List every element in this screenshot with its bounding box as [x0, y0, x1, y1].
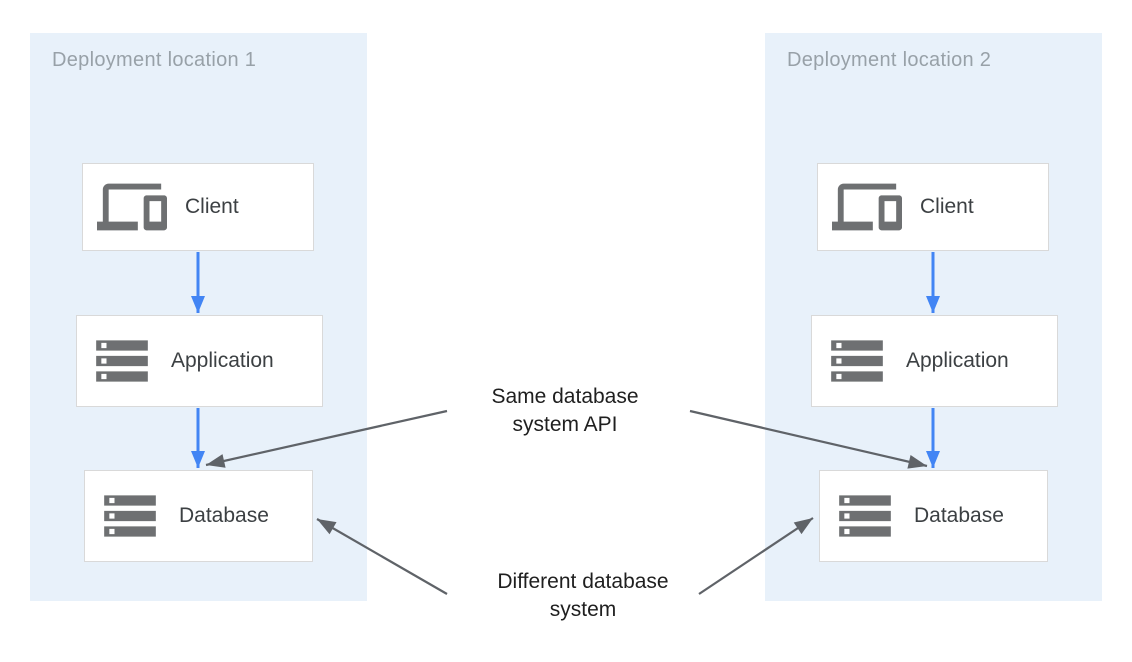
deployment-location-2-panel: Deployment location 2 Client Application — [765, 33, 1102, 601]
server-stack-icon — [826, 330, 888, 392]
deployment-location-1-panel: Deployment location 1 Client Application — [30, 33, 367, 601]
annotation-line: Same database — [491, 385, 639, 408]
node-label: Client — [185, 195, 239, 218]
deployment-2-database-node: Database — [819, 470, 1048, 562]
devices-icon — [97, 172, 167, 242]
panel-title: Deployment location 2 — [787, 49, 992, 71]
annotation-different-database-system: Different database system — [463, 568, 703, 624]
deployment-1-database-node: Database — [84, 470, 313, 562]
node-label: Application — [171, 349, 274, 372]
server-stack-icon — [99, 485, 161, 547]
annotation-same-database-system-api: Same database system API — [445, 383, 685, 439]
panel-title: Deployment location 1 — [52, 49, 257, 71]
deployment-2-client-node: Client — [817, 163, 1049, 251]
node-label: Client — [920, 195, 974, 218]
server-stack-icon — [91, 330, 153, 392]
annotation-line: system — [549, 598, 617, 621]
node-label: Application — [906, 349, 1009, 372]
server-stack-icon — [834, 485, 896, 547]
devices-icon — [832, 172, 902, 242]
node-label: Database — [179, 504, 269, 527]
annotation-line: Different database — [497, 570, 669, 593]
node-label: Database — [914, 504, 1004, 527]
deployment-2-application-node: Application — [811, 315, 1058, 407]
deployment-1-client-node: Client — [82, 163, 314, 251]
annotation-line: system API — [512, 413, 618, 436]
deployment-1-application-node: Application — [76, 315, 323, 407]
